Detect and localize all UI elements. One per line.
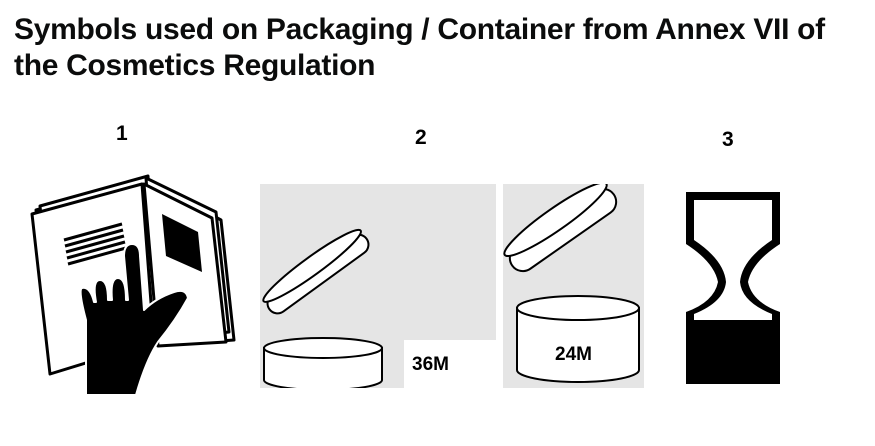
open-jar-icon-24m: 24M <box>503 184 644 388</box>
pao-label-24m: 24M <box>555 344 592 365</box>
open-book-with-hand-icon <box>30 174 236 395</box>
symbol-number-1: 1 <box>116 122 128 145</box>
symbol-number-2: 2 <box>415 126 427 149</box>
open-jar-icon: 36M <box>260 184 496 388</box>
page-title: Symbols used on Packaging / Container fr… <box>14 13 825 82</box>
hourglass-icon <box>686 192 780 384</box>
pao-label-36m: 36M <box>412 354 449 375</box>
symbol-number-3: 3 <box>722 128 734 151</box>
